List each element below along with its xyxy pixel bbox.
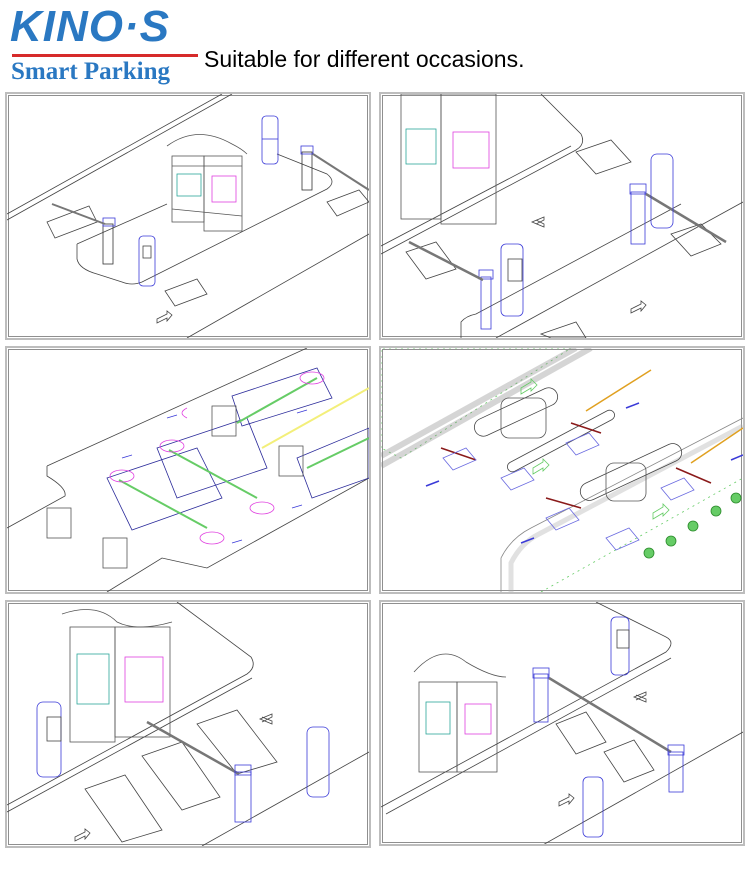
booth bbox=[400, 94, 497, 225]
isometric-drawing-toll-island bbox=[7, 94, 369, 338]
isometric-drawing-booth-barrier-kiosk bbox=[7, 602, 369, 846]
brand-divider bbox=[12, 54, 198, 57]
barrier-right bbox=[300, 145, 369, 191]
brand-name: KINO·S bbox=[10, 2, 170, 51]
scene-panel-1 bbox=[5, 92, 371, 340]
isometric-drawing-entry-exit-lanes bbox=[381, 94, 743, 338]
kiosk bbox=[36, 701, 62, 778]
barrier-right bbox=[629, 183, 727, 245]
barrier-right bbox=[667, 744, 685, 793]
booth bbox=[166, 134, 248, 232]
booth bbox=[61, 609, 173, 743]
barrier bbox=[146, 720, 252, 823]
kiosk bbox=[500, 243, 524, 317]
scene-panel-4 bbox=[379, 346, 745, 594]
barrier-left bbox=[532, 667, 550, 723]
booth bbox=[413, 653, 507, 773]
page-tagline: Suitable for different occasions. bbox=[204, 46, 525, 72]
scene-panel-2 bbox=[379, 92, 745, 340]
barrier-left bbox=[51, 203, 116, 265]
brand-logo: KINO·S Smart Parking bbox=[8, 2, 198, 85]
barrier-left bbox=[408, 240, 494, 330]
kiosk bbox=[138, 235, 156, 287]
scene-panel-5 bbox=[5, 600, 371, 848]
scene-panel-3 bbox=[5, 346, 371, 594]
isometric-drawing-landscaped-entrance bbox=[381, 348, 743, 592]
brand-subtitle: Smart Parking bbox=[11, 58, 171, 85]
scene-panel-6 bbox=[379, 600, 745, 846]
isometric-drawing-double-barrier bbox=[381, 602, 743, 844]
kiosk bbox=[610, 616, 630, 676]
isometric-drawing-parking-lot bbox=[7, 348, 369, 592]
